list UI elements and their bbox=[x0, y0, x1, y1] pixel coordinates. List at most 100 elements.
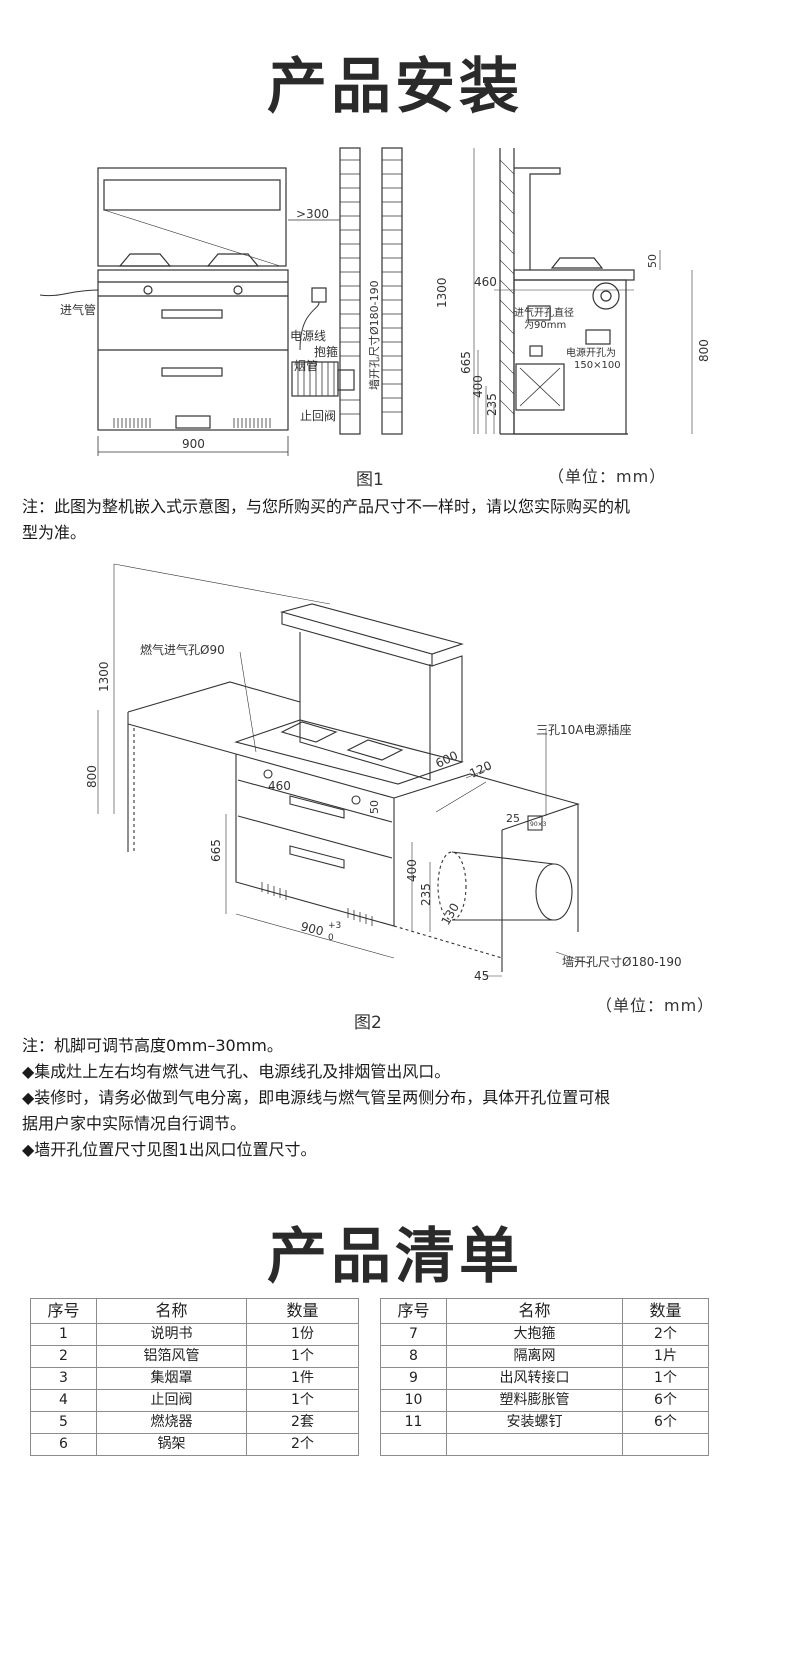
label-power-hole-2: 150×100 bbox=[574, 360, 621, 371]
label-d460: 460 bbox=[474, 275, 497, 289]
cell-qty: 1个 bbox=[246, 1345, 359, 1368]
cell-qty: 2套 bbox=[246, 1411, 359, 1434]
header-index: 序号 bbox=[380, 1298, 447, 1324]
cell-index: 4 bbox=[30, 1389, 97, 1412]
label-fig2-d45: 45 bbox=[474, 969, 489, 983]
list-title: 产品清单 bbox=[267, 1222, 523, 1292]
label-fig2-d460: 460 bbox=[268, 779, 291, 793]
label-fig2-h400: 400 bbox=[405, 859, 419, 882]
label-flue: 烟管 bbox=[294, 358, 318, 373]
figure-1-diagram: 进气管 >300 墙开孔尺寸Ø180-190 电源线 抱箍 烟管 止回阀 900… bbox=[39, 147, 711, 456]
label-wall-hole-v: 墙开孔尺寸Ø180-190 bbox=[367, 280, 381, 390]
header-qty: 数量 bbox=[622, 1298, 709, 1324]
header-name: 名称 bbox=[96, 1298, 247, 1324]
cell-name: 锅架 bbox=[96, 1433, 247, 1456]
cell-qty: 6个 bbox=[622, 1411, 709, 1434]
bullet-1: ◆集成灶上左右均有燃气进气孔、电源线孔及排烟管出风口。 bbox=[22, 1062, 451, 1081]
cell-index: 10 bbox=[380, 1389, 447, 1412]
cell-name: 止回阀 bbox=[96, 1389, 247, 1412]
header-name: 名称 bbox=[446, 1298, 623, 1324]
cell-index bbox=[380, 1433, 447, 1456]
label-h235: 235 bbox=[485, 393, 499, 416]
cell-index: 7 bbox=[380, 1323, 447, 1346]
figure-2-diagram: 燃气进气孔Ø90 三孔10A电源插座 1300 800 600 120 460 … bbox=[85, 563, 682, 983]
table-row bbox=[380, 1433, 709, 1456]
bullet-3: ◆墙开孔位置尺寸见图1出风口位置尺寸。 bbox=[22, 1140, 317, 1159]
cell-index: 6 bbox=[30, 1433, 97, 1456]
figure-1-caption: 图1 bbox=[356, 470, 384, 490]
cell-qty bbox=[622, 1433, 709, 1456]
label-fig2-tol-top: +3 bbox=[328, 921, 341, 931]
cell-index: 2 bbox=[30, 1345, 97, 1368]
table-header-row: 序号 名称 数量 bbox=[380, 1298, 709, 1324]
cell-name: 塑料膨胀管 bbox=[446, 1389, 623, 1412]
label-h1300: 1300 bbox=[435, 277, 449, 308]
label-h665: 665 bbox=[459, 351, 473, 374]
label-check-valve: 止回阀 bbox=[300, 409, 336, 423]
label-fig2-h800: 800 bbox=[85, 765, 99, 788]
label-fig2-h235: 235 bbox=[419, 883, 433, 906]
note-2: 注：机脚可调节高度0mm–30mm。 bbox=[22, 1036, 283, 1055]
label-fig2-d25: 25 bbox=[506, 812, 520, 825]
cell-qty: 1个 bbox=[622, 1367, 709, 1390]
label-fig2-d130: 130 bbox=[438, 901, 462, 928]
label-h400: 400 bbox=[471, 375, 485, 398]
cell-qty: 1个 bbox=[246, 1389, 359, 1412]
cell-name: 集烟罩 bbox=[96, 1367, 247, 1390]
cell-name: 说明书 bbox=[96, 1323, 247, 1346]
cell-name bbox=[446, 1433, 623, 1456]
cell-index: 1 bbox=[30, 1323, 97, 1346]
label-h50: 50 bbox=[646, 254, 659, 268]
label-socket: 三孔10A电源插座 bbox=[536, 722, 631, 737]
label-gas-pipe: 进气管 bbox=[60, 302, 96, 317]
label-fig2-tol-bot: 0 bbox=[328, 933, 334, 943]
note-1-line-2: 型为准。 bbox=[22, 523, 87, 542]
cell-name: 隔离网 bbox=[446, 1345, 623, 1368]
label-power-hole: 电源开孔为 bbox=[566, 346, 616, 359]
cell-index: 3 bbox=[30, 1367, 97, 1390]
label-gt300: >300 bbox=[296, 207, 329, 221]
label-gas-inlet: 燃气进气孔Ø90 bbox=[140, 642, 225, 657]
label-clamp: 抱箍 bbox=[314, 344, 338, 359]
label-gas-hole-2: 为90mm bbox=[524, 319, 566, 331]
header-index: 序号 bbox=[30, 1298, 97, 1324]
bullet-2: ◆装修时，请务必做到气电分离，即电源线与燃气管呈两侧分布，具体开孔位置可根 bbox=[22, 1088, 611, 1107]
label-fig2-h665: 665 bbox=[209, 839, 223, 862]
cell-qty: 1件 bbox=[246, 1367, 359, 1390]
header-qty: 数量 bbox=[246, 1298, 359, 1324]
install-title: 产品安装 bbox=[267, 52, 523, 122]
cell-name: 铝箔风管 bbox=[96, 1345, 247, 1368]
bullet-2-cont: 据用户家中实际情况自行调节。 bbox=[22, 1114, 247, 1133]
cell-qty: 2个 bbox=[622, 1323, 709, 1346]
label-fig2-d50: 50 bbox=[368, 800, 381, 814]
label-fig2-wall-hole: 墙开孔尺寸Ø180-190 bbox=[562, 955, 682, 969]
cell-index: 5 bbox=[30, 1411, 97, 1434]
cell-name: 燃烧器 bbox=[96, 1411, 247, 1434]
cell-index: 11 bbox=[380, 1411, 447, 1434]
cell-name: 大抱箍 bbox=[446, 1323, 623, 1346]
label-fig2-w900: 900 bbox=[299, 919, 325, 938]
label-w900: 900 bbox=[182, 437, 205, 451]
cell-name: 出风转接口 bbox=[446, 1367, 623, 1390]
cell-qty: 1片 bbox=[622, 1345, 709, 1368]
label-h800: 800 bbox=[697, 339, 711, 362]
cell-qty: 6个 bbox=[622, 1389, 709, 1412]
cell-qty: 2个 bbox=[246, 1433, 359, 1456]
label-power-cord: 电源线 bbox=[290, 329, 326, 343]
figure-2-unit: （单位：mm） bbox=[596, 996, 715, 1015]
cell-qty: 1份 bbox=[246, 1323, 359, 1346]
label-fig2-h1300: 1300 bbox=[97, 661, 111, 692]
